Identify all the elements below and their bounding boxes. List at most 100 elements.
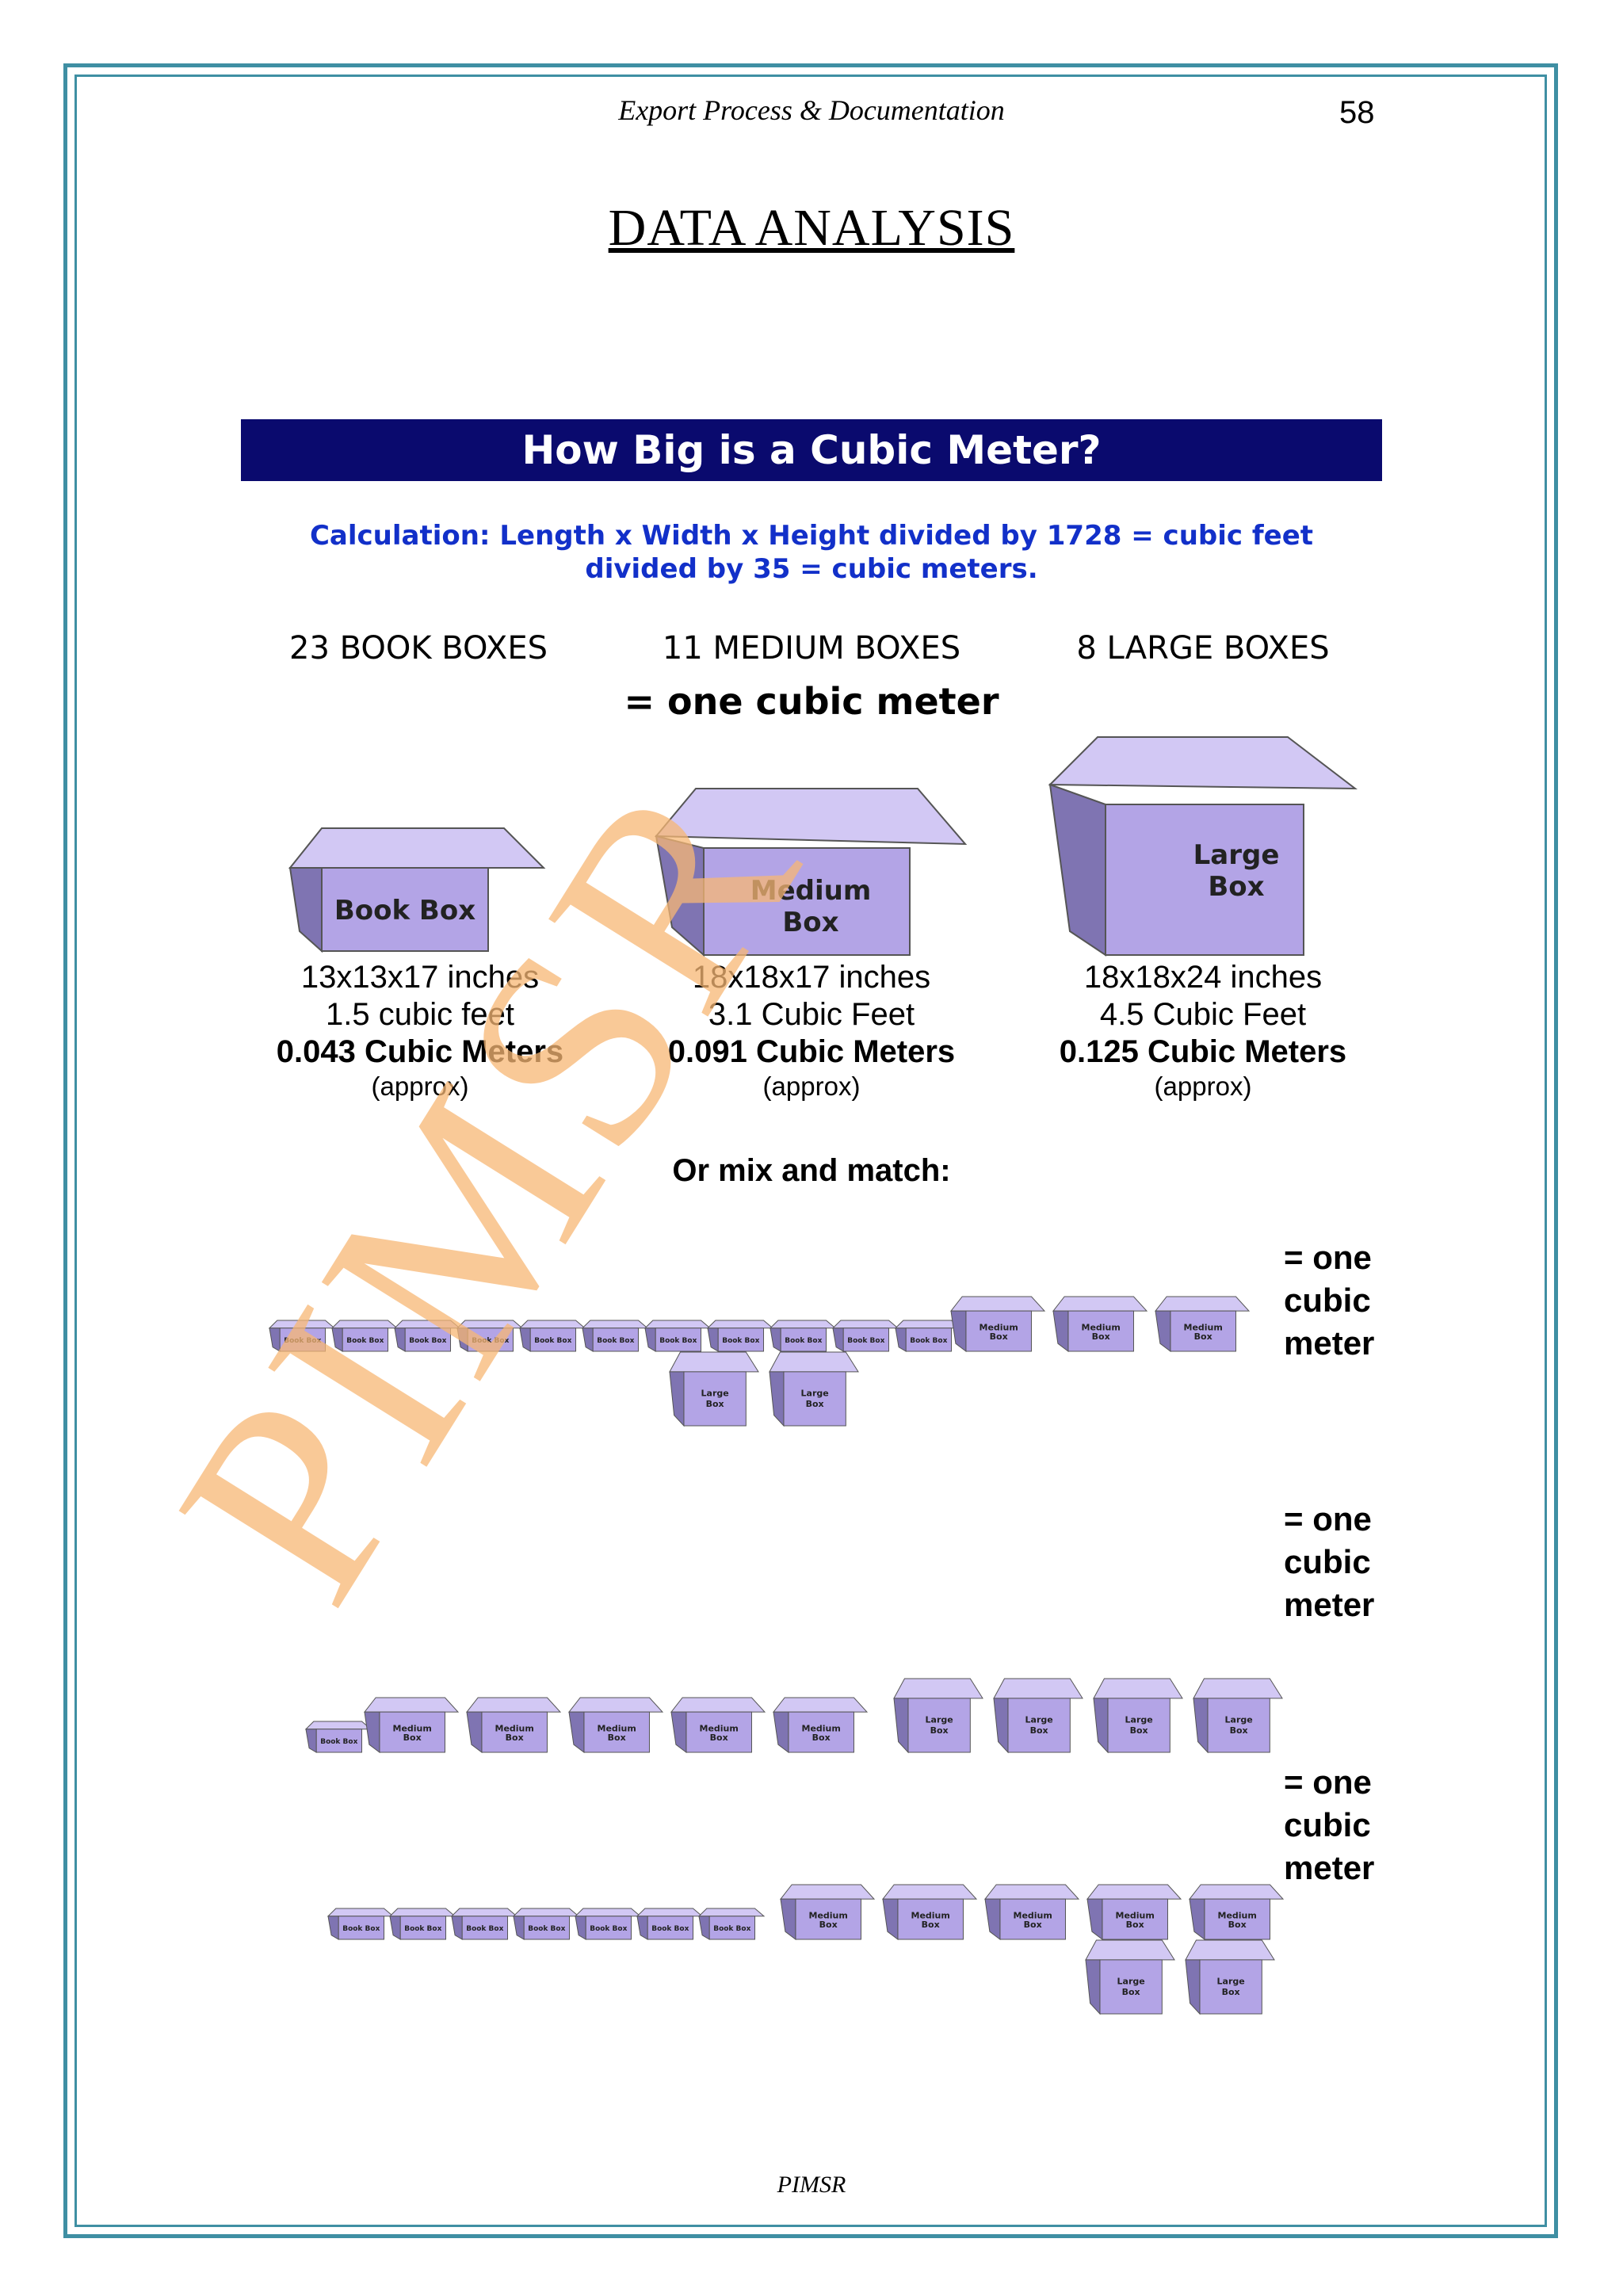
mix-book-box-icon: Book Box	[388, 1908, 456, 1940]
mix-book-box-icon: Book Box	[636, 1908, 704, 1940]
mix-book-box-label: Book Box	[713, 1925, 750, 1933]
mix-large-box-label: Large	[1025, 1715, 1053, 1725]
mix-book-box-icon: Book Box	[512, 1908, 580, 1940]
mix-book-box-label: Book Box	[320, 1738, 357, 1746]
mix-book-box-label: Book Box	[534, 1337, 571, 1345]
mix-large-box-label: Large	[1217, 1977, 1245, 1987]
mix-medium-box-label: Medium	[1116, 1911, 1155, 1921]
mix-large-box-label: Box	[806, 1399, 824, 1409]
mix-book-box-icon: Book Box	[831, 1320, 899, 1352]
mix-book-box-label: Book Box	[409, 1337, 446, 1345]
mix-medium-box-label: Box	[819, 1920, 838, 1930]
page-title: DATA ANALYSIS	[608, 199, 1015, 257]
book-box-approx: (approx)	[371, 1072, 469, 1101]
large-box-label-2: Box	[1208, 871, 1264, 903]
mix-medium-box-label: Medium	[700, 1724, 739, 1734]
equals-one-cubic-meter: = one cubic meter	[624, 680, 999, 723]
medium-box-count: 11 MEDIUM BOXES	[662, 630, 961, 667]
mix-book-box-icon: Book Box	[327, 1908, 395, 1940]
mix-row-2-result: = one cubic meter	[1284, 1500, 1375, 1623]
medium-box-cubic-meters: 0.091 Cubic Meters	[667, 1034, 956, 1069]
mix-large-box-label: Box	[1222, 1987, 1240, 1997]
mix-book-box-icon: Book Box	[450, 1908, 518, 1940]
mix-medium-box-label: Medium	[809, 1911, 848, 1921]
mix-medium-box-label: Box	[1092, 1331, 1110, 1342]
mix-book-box-icon: Book Box	[643, 1320, 712, 1352]
mix-and-match-title: Or mix and match:	[672, 1153, 951, 1188]
mix-medium-box-label: Box	[1024, 1920, 1042, 1930]
mix-book-box-label: Book Box	[597, 1337, 634, 1345]
mix-medium-box-label: Box	[1228, 1920, 1247, 1930]
mix-medium-box-label: Box	[1194, 1331, 1212, 1342]
mix-large-box-label: Large	[701, 1389, 729, 1399]
mix-medium-box-label: Medium	[393, 1724, 432, 1734]
mix-medium-box-label: Box	[506, 1733, 524, 1743]
book-box-spec: 13x13x17 inches 1.5 cubic feet 0.043 Cub…	[214, 959, 626, 1102]
mix-book-box-label: Book Box	[284, 1337, 321, 1345]
mix-medium-box-label: Box	[812, 1733, 831, 1743]
mix-medium-box-label: Medium	[1014, 1911, 1052, 1921]
mix-book-box-icon: Book Box	[769, 1320, 837, 1352]
mix-book-box-icon: Book Box	[581, 1320, 649, 1352]
large-box-approx: (approx)	[1154, 1072, 1252, 1101]
mix-book-box-icon: Book Box	[268, 1320, 336, 1352]
mix-large-box-label: Box	[1030, 1725, 1048, 1736]
mix-medium-box-label: Box	[922, 1920, 940, 1930]
large-box-spec: 18x18x24 inches 4.5 Cubic Feet 0.125 Cub…	[997, 959, 1409, 1102]
large-box-count: 8 LARGE BOXES	[1076, 630, 1330, 667]
mix-book-box-label: Book Box	[847, 1337, 884, 1345]
mix-large-box-label: Large	[926, 1715, 953, 1725]
medium-box-approx: (approx)	[762, 1072, 861, 1101]
book-box-cubic-feet: 1.5 cubic feet	[326, 997, 514, 1032]
mix-book-box-label: Book Box	[528, 1925, 565, 1933]
mix-large-box-label: Box	[1230, 1725, 1248, 1736]
mix-large-box-label: Box	[706, 1399, 724, 1409]
mix-large-box-label: Large	[1117, 1977, 1145, 1987]
mix-medium-box-label: Box	[1126, 1920, 1144, 1930]
mix-medium-box-label: Medium	[1218, 1911, 1257, 1921]
running-header: Export Process & Documentation	[618, 94, 1005, 126]
large-box-icon: Large Box	[1048, 736, 1358, 957]
mix-book-box-label: Book Box	[404, 1925, 441, 1933]
page-border-outer	[63, 63, 1558, 2238]
page-footer: PIMSR	[777, 2172, 846, 2198]
mix-book-box-label: Book Box	[342, 1925, 380, 1933]
large-box-dimensions: 18x18x24 inches	[1083, 960, 1323, 995]
mix-book-box-label: Book Box	[466, 1925, 503, 1933]
book-box-count: 23 BOOK BOXES	[289, 630, 548, 667]
mix-medium-box-label: Box	[608, 1733, 626, 1743]
mix-book-box-icon: Book Box	[304, 1721, 372, 1753]
mix-book-box-icon: Book Box	[456, 1320, 524, 1352]
mix-book-box-icon: Book Box	[894, 1320, 962, 1352]
mix-book-box-label: Book Box	[785, 1337, 822, 1345]
medium-box-dimensions: 18x18x17 inches	[692, 960, 931, 995]
mix-book-box-icon: Book Box	[518, 1320, 586, 1352]
mix-medium-box-label: Medium	[802, 1724, 841, 1734]
mix-large-box-label: Large	[1125, 1715, 1153, 1725]
calculation-line-1: Calculation: Length x Width x Height div…	[309, 520, 1314, 552]
mix-book-box-label: Book Box	[590, 1925, 627, 1933]
medium-box-label-1: Medium	[750, 875, 872, 907]
mix-medium-box-label: Box	[403, 1733, 422, 1743]
book-box-icon: Book Box	[288, 827, 546, 953]
book-box-cubic-meters: 0.043 Cubic Meters	[276, 1034, 564, 1069]
page-border-inner	[74, 74, 1547, 2227]
mix-book-box-label: Book Box	[722, 1337, 759, 1345]
mix-book-box-label: Book Box	[659, 1337, 697, 1345]
mix-medium-box-label: Box	[710, 1733, 728, 1743]
mix-large-box-label: Large	[801, 1389, 829, 1399]
